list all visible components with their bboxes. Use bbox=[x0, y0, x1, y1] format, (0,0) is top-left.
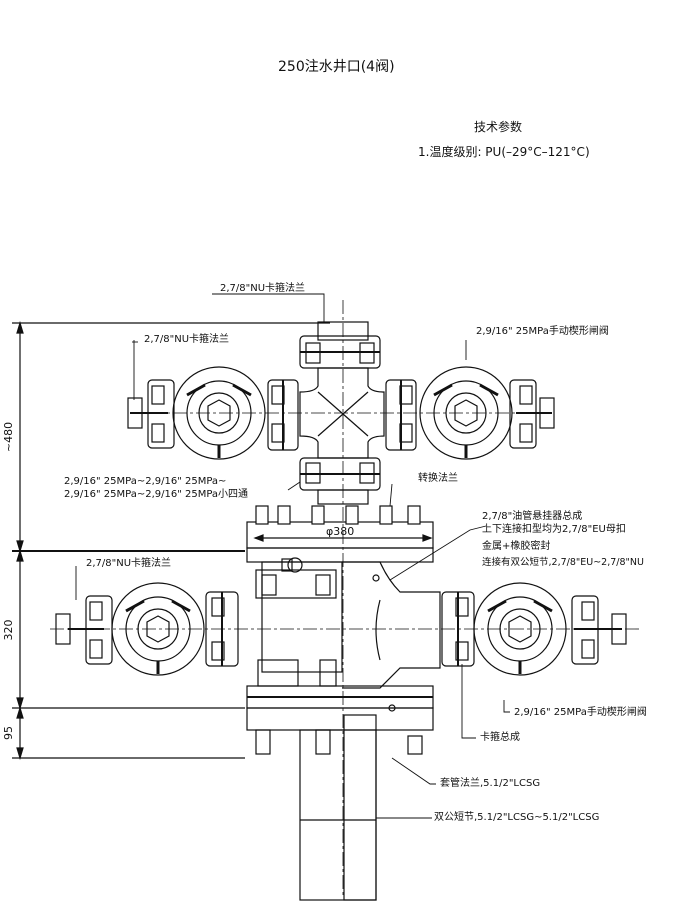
label-double-pin-sub: 双公短节,5.1/2"LCSG~5.1/2"LCSG bbox=[434, 812, 600, 823]
label-hanger-line1: 2,7/8"油管悬挂器总成 bbox=[482, 511, 583, 522]
specs-heading: 技术参数 bbox=[474, 120, 523, 134]
dim-upper-height: ~480 bbox=[2, 422, 15, 452]
leader-lines bbox=[75, 293, 510, 819]
label-right-lower-gate-valve: 2,9/16" 25MPa手动楔形闸阀 bbox=[514, 707, 647, 718]
label-cross-line1: 2,9/16" 25MPa~2,9/16" 25MPa~ bbox=[64, 476, 227, 487]
double-pin-sub bbox=[299, 714, 377, 901]
label-cross-line2: 2,9/16" 25MPa~2,9/16" 25MPa小四通 bbox=[64, 489, 249, 500]
cross-left-clamp bbox=[267, 379, 299, 451]
cross-right-clamp bbox=[385, 379, 417, 451]
label-adapter-flange: 转换法兰 bbox=[418, 473, 458, 484]
dim-middle-height: 320 bbox=[2, 620, 15, 641]
label-left-upper-clamp-flange: 2,7/8"NU卡箍法兰 bbox=[144, 334, 230, 345]
dim-lower-height: 95 bbox=[2, 726, 15, 740]
cross-bottom-clamp bbox=[299, 457, 381, 505]
dim-flange-diameter: φ380 bbox=[326, 525, 354, 538]
adapter-flange bbox=[246, 505, 434, 563]
label-clamp-assembly: 卡箍总成 bbox=[480, 732, 520, 743]
top-clamp-flange bbox=[299, 321, 381, 369]
upper-right-gate-valve bbox=[419, 366, 555, 460]
label-right-upper-gate-valve: 2,9/16" 25MPa手动楔形闸阀 bbox=[476, 326, 609, 337]
label-hanger-line3: 金属+橡胶密封 bbox=[482, 541, 551, 552]
label-casing-flange: 套管法兰,5.1/2"LCSG bbox=[440, 778, 541, 789]
drawing-title: 250注水井口(4阀) bbox=[278, 59, 395, 75]
upper-left-gate-valve bbox=[127, 366, 266, 460]
casing-flange bbox=[246, 659, 434, 755]
specs-temperature-class: 1.温度级别: PU(–29°C–121°C) bbox=[418, 145, 590, 159]
label-hanger-line4: 连接有双公短节,2,7/8"EU~2,7/8"NU bbox=[482, 557, 644, 568]
tubing-head-body bbox=[255, 557, 441, 712]
label-hanger-line2: 上下连接扣型均为2,7/8"EU母扣 bbox=[482, 524, 626, 535]
label-left-lower-clamp-flange: 2,7/8"NU卡箍法兰 bbox=[86, 558, 172, 569]
dimension-lines bbox=[12, 320, 330, 761]
label-top-clamp-flange: 2,7/8"NU卡箍法兰 bbox=[220, 283, 306, 294]
